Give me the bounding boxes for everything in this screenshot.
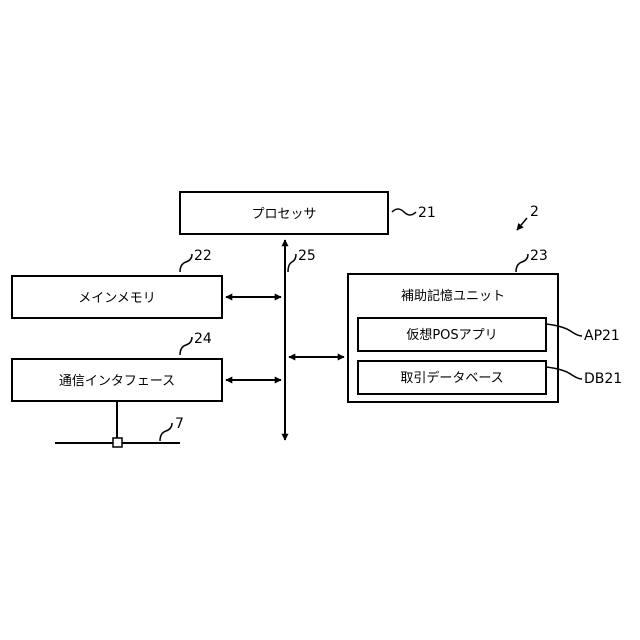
aux-storage-ref: 23: [530, 248, 548, 264]
bus-leader: [288, 254, 296, 272]
aux-storage-label: 補助記憶ユニット: [401, 288, 505, 304]
aux-storage-leader: [516, 254, 528, 272]
main-memory-ref: 22: [194, 248, 212, 264]
main-memory-leader: [180, 254, 192, 272]
comm-interface-leader: [180, 337, 192, 355]
main-memory-block: メインメモリ 22: [12, 248, 222, 318]
network-leader: [160, 423, 172, 441]
aux-storage-block: 補助記憶ユニット 23 仮想POSアプリ AP21 取引データベース DB21: [348, 248, 622, 402]
system-bus: 25: [285, 240, 316, 440]
transaction-db-ref: DB21: [584, 371, 622, 387]
network: 7: [55, 401, 184, 447]
processor-ref: 21: [418, 205, 436, 221]
processor-block: プロセッサ 21: [180, 192, 436, 234]
transaction-db-label: 取引データベース: [400, 370, 503, 386]
figure-ref-arrow: [517, 218, 527, 230]
bus-ref: 25: [298, 248, 316, 264]
virtual-pos-app-label: 仮想POSアプリ: [406, 327, 497, 343]
virtual-pos-app-ref: AP21: [584, 328, 620, 344]
comm-interface-block: 通信インタフェース 24: [12, 331, 222, 401]
processor-label: プロセッサ: [251, 207, 316, 222]
figure-reference: 2: [517, 204, 539, 230]
figure-ref-label: 2: [530, 204, 539, 220]
network-ref: 7: [175, 416, 184, 432]
comm-interface-ref: 24: [194, 331, 212, 347]
comm-interface-label: 通信インタフェース: [59, 374, 175, 389]
network-node: [113, 438, 122, 447]
main-memory-label: メインメモリ: [78, 291, 156, 306]
processor-leader: [392, 209, 416, 215]
